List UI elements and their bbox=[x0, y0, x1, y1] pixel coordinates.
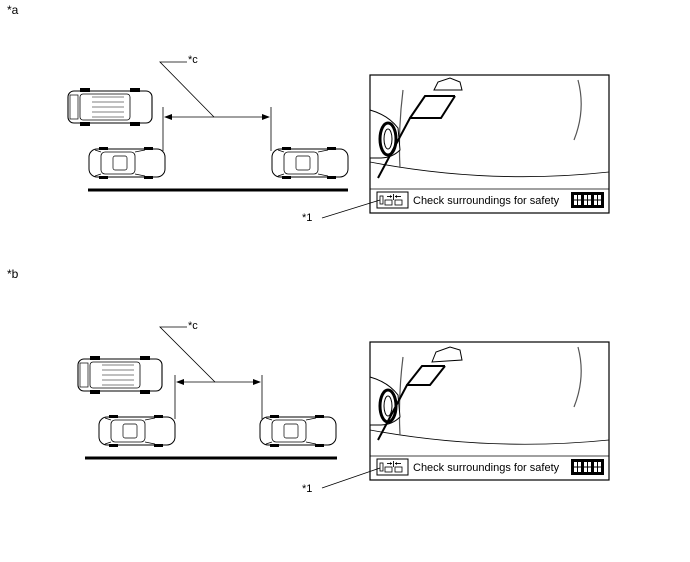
screen-frame bbox=[369, 74, 610, 214]
sedan-car-icon bbox=[271, 146, 349, 180]
screen-frame bbox=[369, 341, 610, 481]
distance-callout: *c bbox=[188, 320, 198, 332]
distance-callout: *c bbox=[188, 54, 198, 66]
item-callout: *1 bbox=[302, 212, 313, 224]
wheel bbox=[378, 121, 398, 157]
suv-car-icon bbox=[77, 355, 163, 395]
arrowhead bbox=[176, 379, 184, 385]
guide-line bbox=[409, 95, 455, 119]
guide-line bbox=[377, 95, 456, 179]
panel-a bbox=[67, 61, 610, 219]
screen-edge-line bbox=[573, 346, 582, 408]
screen-edge-line bbox=[398, 89, 404, 169]
sedan-car-icon bbox=[98, 414, 176, 448]
guide-line bbox=[377, 365, 446, 441]
panel-b bbox=[77, 326, 610, 489]
parking-scene bbox=[77, 326, 337, 460]
camera-screen bbox=[321, 341, 610, 489]
item-callout: *1 bbox=[302, 483, 313, 495]
guide-line bbox=[406, 365, 445, 386]
screen-edge-line bbox=[398, 356, 404, 436]
panel-label: *a bbox=[7, 3, 19, 17]
parking-assist-icon bbox=[376, 191, 409, 209]
leader-line bbox=[321, 467, 381, 489]
arrowhead bbox=[262, 114, 270, 120]
menu-grid-icon bbox=[570, 458, 605, 476]
distant-car bbox=[433, 77, 463, 91]
arrowhead bbox=[164, 114, 172, 120]
wheel-hub bbox=[383, 128, 393, 150]
suv-car-icon bbox=[67, 87, 153, 127]
leader-line bbox=[159, 326, 216, 383]
menu-grid-icon bbox=[570, 191, 605, 209]
camera-screen bbox=[321, 74, 610, 219]
sedan-car-icon bbox=[88, 146, 166, 180]
leader-line bbox=[321, 199, 381, 219]
leader-line bbox=[159, 61, 215, 118]
distant-car bbox=[431, 346, 463, 363]
screen-edge-line bbox=[573, 79, 582, 141]
sedan-car-icon bbox=[259, 414, 337, 448]
screen-message: Check surroundings for safety bbox=[413, 462, 560, 474]
arrowhead bbox=[253, 379, 261, 385]
parking-assist-icon bbox=[376, 458, 409, 476]
screen-message: Check surroundings for safety bbox=[413, 195, 560, 207]
wheel-hub bbox=[383, 395, 393, 417]
panel-label: *b bbox=[7, 267, 19, 281]
parking-scene bbox=[67, 61, 349, 192]
